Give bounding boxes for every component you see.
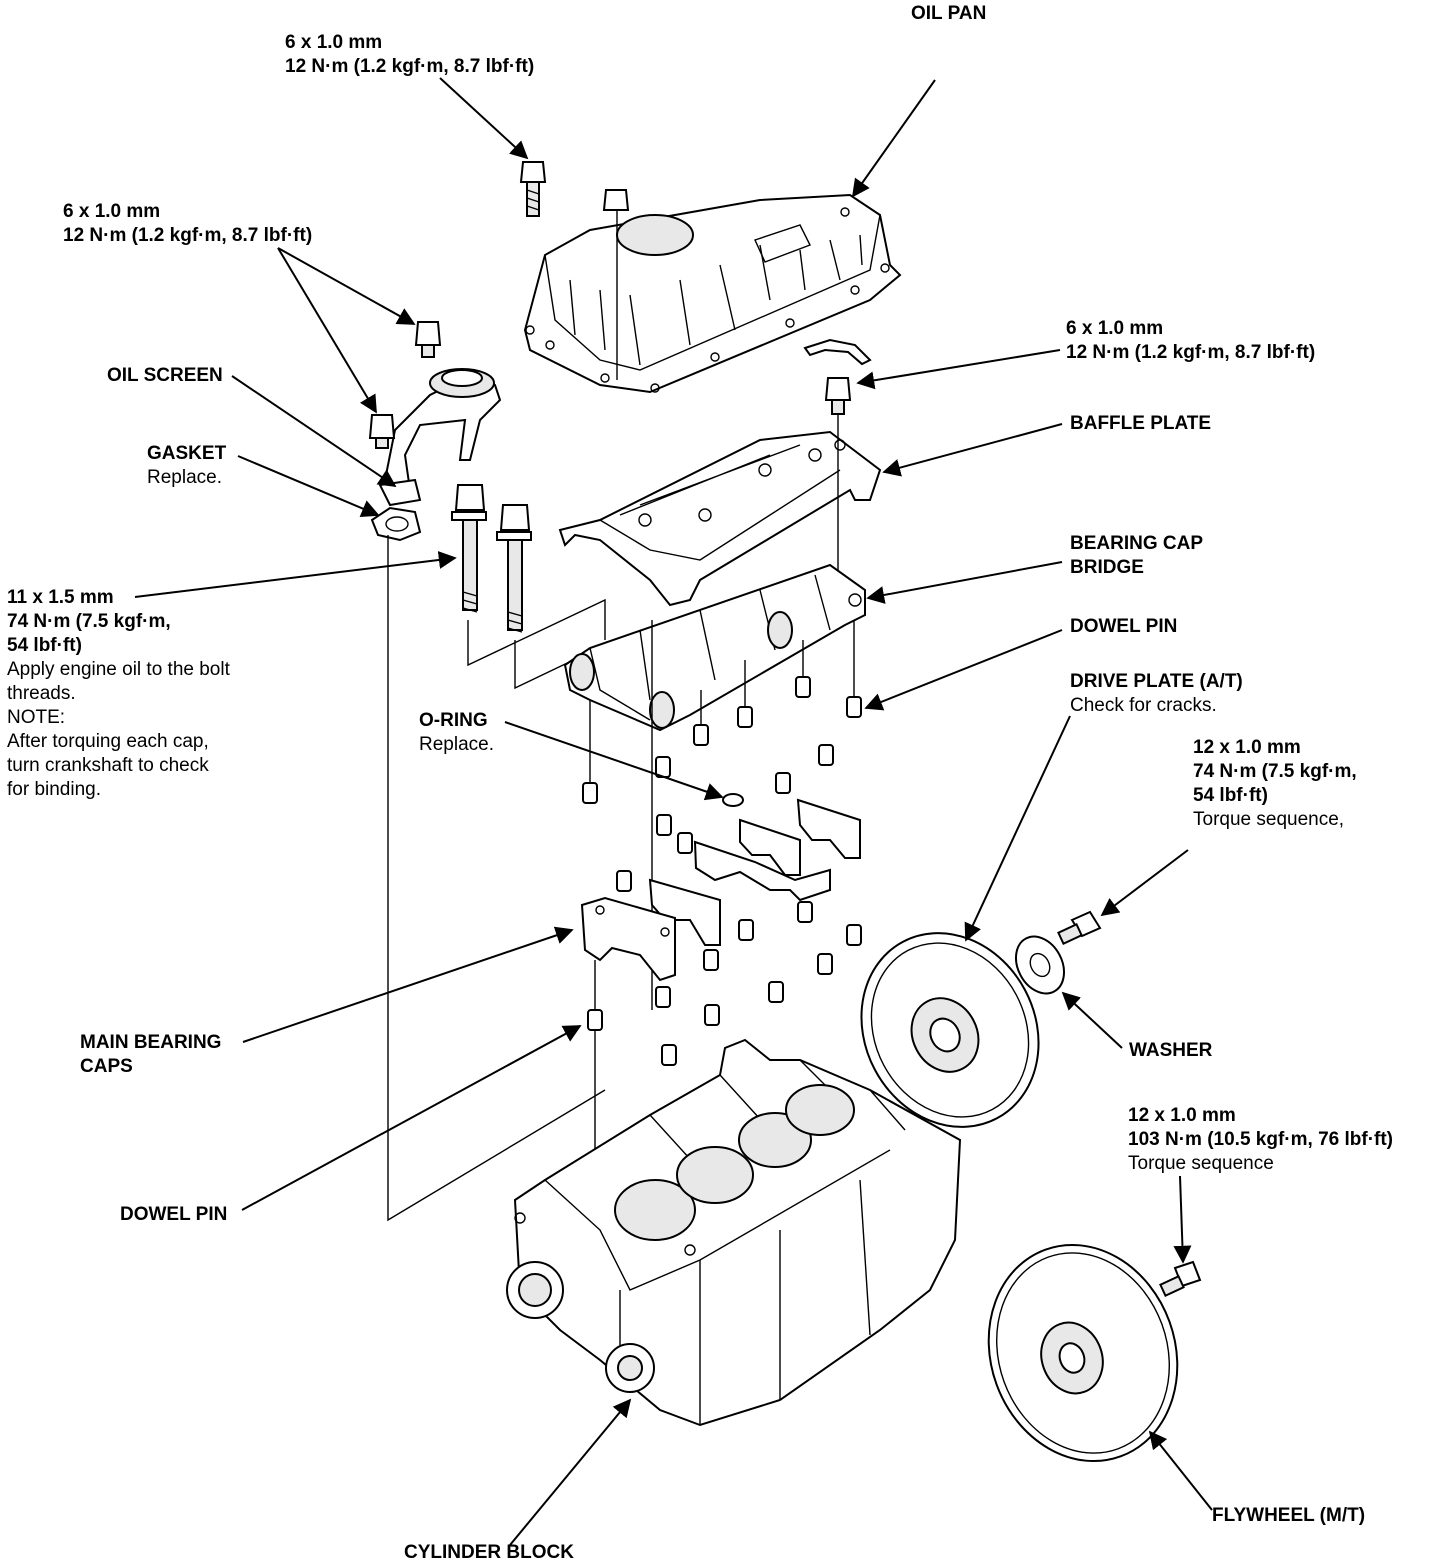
flywheel xyxy=(987,1243,1179,1463)
oil-screen-bolt-1 xyxy=(414,321,442,358)
label-oil-pan: OIL PAN xyxy=(911,2,986,26)
main-bolt-note-4: After torquing each cap, xyxy=(7,731,209,752)
fw-bolt-size: 12 x 1.0 mm xyxy=(1128,1105,1236,1126)
dowel-pins-lower xyxy=(587,901,862,1200)
dowel-pin-upper-text: DOWEL PIN xyxy=(1070,616,1178,637)
main-bearing-bolt-1 xyxy=(451,484,487,613)
bearing-cap-bridge-line1: BEARING CAP xyxy=(1070,533,1204,554)
oil-screen-bolt-2 xyxy=(368,414,396,449)
bearing-cap-bridge xyxy=(563,563,866,732)
main-bearing-cap-5 xyxy=(796,798,861,859)
label-flywheel: FLYWHEEL (M/T) xyxy=(1212,1504,1365,1528)
pan-bolt-torque: 12 N·m (1.2 kgf·m, 8.7 lbf·ft) xyxy=(285,56,535,77)
drive-plate-bolt xyxy=(1057,910,1102,945)
main-bearing-cap-2 xyxy=(648,878,721,946)
dowel-pin-lower-text: DOWEL PIN xyxy=(120,1204,228,1225)
gasket-note: Replace. xyxy=(147,467,222,488)
label-gasket: GASKET Replace. xyxy=(147,442,226,490)
main-bolt-torque-2: 54 lbf·ft) xyxy=(7,635,82,656)
label-cylinder-block: CYLINDER BLOCK xyxy=(404,1541,574,1565)
oil-pan xyxy=(523,193,902,394)
label-dowel-pin-lower: DOWEL PIN xyxy=(120,1203,227,1227)
main-bolt-size: 11 x 1.5 mm xyxy=(7,587,114,608)
fw-bolt-note: Torque sequence xyxy=(1128,1153,1274,1174)
main-bolt-torque-1: 74 N·m (7.5 kgf·m, xyxy=(7,611,171,632)
cylinder-block xyxy=(506,1038,962,1427)
drive-plate-text: DRIVE PLATE (A/T) xyxy=(1070,671,1243,692)
main-bolt-note-3: NOTE: xyxy=(7,707,66,728)
label-drive-plate-bolt: 12 x 1.0 mm 74 N·m (7.5 kgf·m, 54 lbf·ft… xyxy=(1193,736,1357,832)
washer xyxy=(1015,935,1065,995)
o-ring xyxy=(722,793,744,807)
label-flywheel-bolt: 12 x 1.0 mm 103 N·m (10.5 kgf·m, 76 lbf·… xyxy=(1128,1104,1393,1176)
leader-lines xyxy=(134,77,1213,1546)
flywheel-text: FLYWHEEL (M/T) xyxy=(1212,1505,1366,1526)
main-bolt-note-1: Apply engine oil to the bolt xyxy=(7,659,230,680)
screen-bolt-torque: 12 N·m (1.2 kgf·m, 8.7 lbf·ft) xyxy=(63,225,313,246)
drive-plate xyxy=(860,932,1040,1128)
baffle-plate-bolt xyxy=(824,377,852,600)
cylinder-block-text: CYLINDER BLOCK xyxy=(404,1542,574,1563)
label-bearing-cap-bridge: BEARING CAP BRIDGE xyxy=(1070,532,1203,580)
label-baffle-bolt: 6 x 1.0 mm 12 N·m (1.2 kgf·m, 8.7 lbf·ft… xyxy=(1066,317,1315,365)
main-bearing-cap-1 xyxy=(580,896,676,982)
bearing-cap-bridge-line2: BRIDGE xyxy=(1070,557,1144,578)
label-drive-plate: DRIVE PLATE (A/T) Check for cracks. xyxy=(1070,670,1243,718)
o-ring-text: O-RING xyxy=(419,710,488,731)
oil-pan-bolt-2 xyxy=(602,189,630,380)
screen-bolt-size: 6 x 1.0 mm xyxy=(63,201,161,222)
baffle-plate xyxy=(558,430,882,607)
baffle-bolt-size: 6 x 1.0 mm xyxy=(1066,318,1164,339)
pan-bolt-size: 6 x 1.0 mm xyxy=(285,32,383,53)
label-main-bolt: 11 x 1.5 mm 74 N·m (7.5 kgf·m, 54 lbf·ft… xyxy=(7,586,230,802)
o-ring-note: Replace. xyxy=(419,734,494,755)
label-oil-pan-bolt: 6 x 1.0 mm 12 N·m (1.2 kgf·m, 8.7 lbf·ft… xyxy=(285,31,534,79)
label-washer: WASHER xyxy=(1129,1039,1212,1063)
gasket xyxy=(370,506,422,542)
baffle-bolt-torque: 12 N·m (1.2 kgf·m, 8.7 lbf·ft) xyxy=(1066,342,1316,363)
flywheel-bolt xyxy=(1159,1260,1202,1297)
label-baffle-plate: BAFFLE PLATE xyxy=(1070,412,1211,436)
dowel-pins-upper xyxy=(582,620,862,1010)
oil-pan-bolt-1 xyxy=(519,161,547,217)
main-bearing-cap-3 xyxy=(693,840,831,902)
oil-pan-text: OIL PAN xyxy=(911,3,987,24)
main-bearing-bolt-2 xyxy=(496,504,532,633)
main-bearing-caps-line1: MAIN BEARING xyxy=(80,1032,222,1053)
dp-bolt-size: 12 x 1.0 mm xyxy=(1193,737,1301,758)
label-oil-screen-bolt: 6 x 1.0 mm 12 N·m (1.2 kgf·m, 8.7 lbf·ft… xyxy=(63,200,312,248)
baffle-plate-text: BAFFLE PLATE xyxy=(1070,413,1212,434)
gasket-text: GASKET xyxy=(147,443,227,464)
main-bolt-note-5: turn crankshaft to check xyxy=(7,755,209,776)
dp-bolt-torque-1: 74 N·m (7.5 kgf·m, xyxy=(1193,761,1357,782)
main-bearing-caps-line2: CAPS xyxy=(80,1056,133,1077)
dp-bolt-note: Torque sequence, xyxy=(1193,809,1345,830)
label-main-bearing-caps: MAIN BEARING CAPS xyxy=(80,1031,221,1079)
drive-plate-note: Check for cracks. xyxy=(1070,695,1217,716)
label-oil-screen: OIL SCREEN xyxy=(107,364,223,388)
oil-screen-text: OIL SCREEN xyxy=(107,365,223,386)
main-bearing-cap-4 xyxy=(739,818,801,876)
main-bolt-note-6: for binding. xyxy=(7,779,102,800)
main-bolt-note-2: threads. xyxy=(7,683,76,704)
washer-text: WASHER xyxy=(1129,1040,1213,1061)
label-o-ring: O-RING Replace. xyxy=(419,709,494,757)
label-dowel-pin-upper: DOWEL PIN xyxy=(1070,615,1177,639)
fw-bolt-torque: 103 N·m (10.5 kgf·m, 76 lbf·ft) xyxy=(1128,1129,1393,1150)
dp-bolt-torque-2: 54 lbf·ft) xyxy=(1193,785,1268,806)
oil-screen xyxy=(378,368,502,507)
